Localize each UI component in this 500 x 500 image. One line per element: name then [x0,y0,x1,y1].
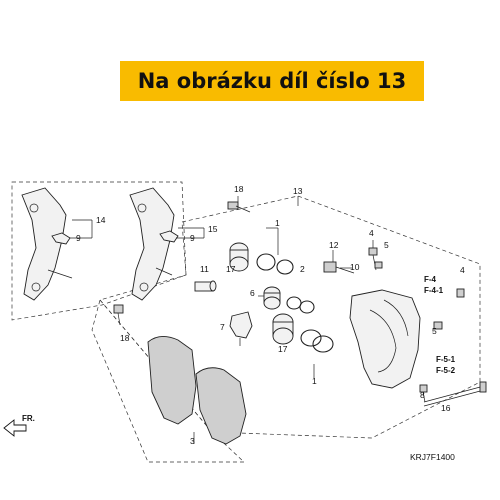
bleeder-valve-12 [323,261,355,274]
part-number-banner: Na obrázku díl číslo 13 [120,61,424,101]
callout-14: 14 [96,215,106,225]
callout-18-bottom: 18 [120,333,130,343]
dust-seal-2-middle [286,296,302,310]
callout-1-top: 1 [275,218,280,228]
bracket-group-outline [11,181,187,321]
sleeve-11 [194,280,217,292]
dust-seal-2-upper [276,259,294,275]
banner-text: Na obrázku díl číslo 13 [137,69,407,93]
piston-6 [263,286,281,310]
callout-13: 13 [293,186,303,196]
screw-5-right [433,321,443,330]
callout-1-bottom: 1 [312,376,317,386]
piston-seal-1-lower [312,335,334,353]
callout-18-top: 18 [234,184,244,194]
bracket-pin [47,269,73,279]
callout-12: 12 [329,240,339,250]
brake-pad-3-left [147,336,197,425]
front-direction-label: FR. [22,414,35,423]
piston-seal-1-upper [256,253,276,271]
callout-15: 15 [208,224,218,234]
pad-retainer-7 [229,311,253,339]
callout-16: 16 [441,403,451,413]
bracket-hole [139,282,149,292]
callout-11: 11 [200,264,209,274]
ref-f4: F-4 [424,275,437,284]
caliper-body-contour [369,309,397,373]
leader-lines [70,196,374,444]
callout-8: 8 [420,390,425,400]
callout-17-lower: 17 [278,344,288,354]
dust-seal-2-lower [300,329,322,347]
bracket-hole [31,282,41,292]
callout-7: 7 [220,322,225,332]
bleeder-cap-5 [374,261,383,269]
callout-3: 3 [190,436,195,446]
ref-f5-1: F-5-1 [436,355,456,364]
callout-10: 10 [350,262,360,272]
ref-f5-2: F-5-2 [436,366,456,375]
callout-2: 2 [300,264,305,274]
hanger-pin-16 [423,381,487,407]
pad-spring-9-left [51,232,71,245]
front-direction-arrow: FR. [3,414,35,437]
piston-17-upper [229,242,249,272]
callout-17-upper: 17 [226,264,236,274]
callout-9-left: 9 [76,233,81,243]
bracket-hole [29,203,39,213]
ref-f4-1: F-4-1 [424,286,444,295]
caliper-body [349,289,421,389]
caliper-body-contour [383,299,409,337]
pad-spring-9-right [159,230,179,243]
bracket-hole [137,203,147,213]
screw-4-right [456,288,465,298]
diagram-code: KRJ7F1400 [410,452,455,462]
brake-pad-3-right [195,367,247,445]
mounting-bolt-18-bottom [113,304,124,326]
callout-5: 5 [384,240,389,250]
callout-9-right: 9 [190,233,195,243]
piston-seal-1-middle [299,300,315,314]
callout-6: 6 [250,288,255,298]
piston-17-lower [272,313,294,345]
callout-4-right: 4 [460,265,465,275]
bracket-pin [155,267,173,276]
mounting-bolt-18-top [227,201,251,213]
caliper-group-outline [99,195,481,439]
callout-4: 4 [369,228,374,238]
caliper-bracket-14 [21,187,67,301]
caliper-bracket-15 [129,187,175,301]
callout-5-right: 5 [432,326,437,336]
pin-8 [419,384,428,403]
